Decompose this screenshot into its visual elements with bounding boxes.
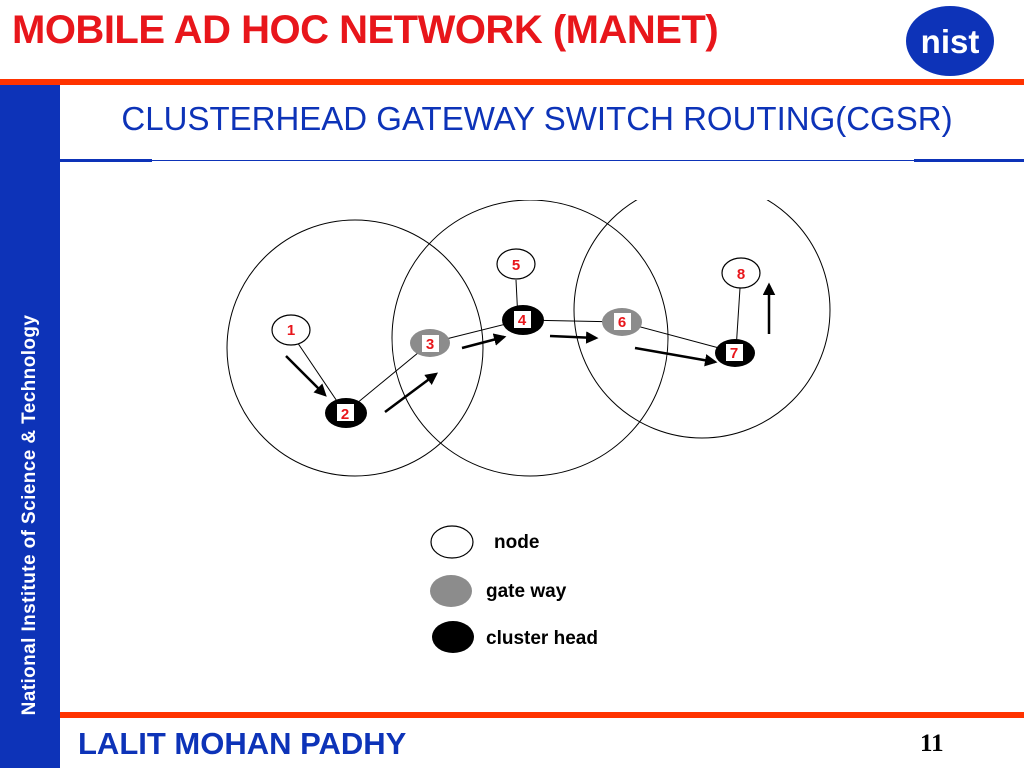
legend: node gate way cluster head: [430, 525, 598, 653]
legend-item-cluster-head: cluster head: [432, 621, 598, 653]
node-2-label: 2: [341, 406, 349, 423]
node-1: 1: [271, 314, 311, 346]
route-arrow-4: [549, 331, 599, 344]
route-arrow-3: [461, 333, 507, 350]
subtitle-rule-left: [50, 159, 152, 162]
cluster-circle-3: [573, 200, 831, 439]
footer-accent-bar: [60, 712, 1024, 718]
logo-text: nist: [921, 23, 980, 60]
sidebar: National Institute of Science & Technolo…: [0, 85, 60, 768]
page-number: 11: [920, 730, 944, 757]
node-5: 5: [496, 248, 536, 280]
cluster-circle-1: [226, 219, 484, 477]
link-1-2: [290, 332, 346, 414]
legend-label-gateway: gate way: [486, 581, 567, 602]
subtitle-rule-thin: [50, 160, 1024, 161]
node-7-label: 7: [730, 345, 738, 362]
legend-item-gateway: gate way: [430, 575, 567, 607]
legend-label-node: node: [494, 532, 539, 553]
node-4-label: 4: [518, 312, 527, 329]
node-1-label: 1: [287, 322, 295, 339]
node-4: 4: [502, 305, 544, 335]
author-name: LALIT MOHAN PADHY: [78, 726, 407, 761]
node-8-label: 8: [737, 266, 745, 283]
institute-name: National Institute of Science & Technolo…: [19, 314, 40, 716]
node-3: 3: [410, 329, 450, 357]
cluster-circle-2: [391, 200, 669, 477]
node-3-label: 3: [426, 336, 434, 353]
header-accent-bar: [0, 79, 1024, 85]
node-2: 2: [325, 398, 367, 428]
node-5-label: 5: [512, 257, 520, 274]
subtitle-rule-right: [914, 159, 1024, 162]
node-6: 6: [602, 308, 642, 336]
node-6-label: 6: [618, 314, 626, 331]
route-arrow-5: [634, 346, 718, 367]
route-arrow-2: [384, 372, 439, 414]
route-arrow-1: [285, 355, 327, 397]
nist-logo: nist: [906, 6, 994, 76]
node-7: 7: [715, 339, 755, 367]
legend-item-node: node: [430, 525, 539, 559]
node-8: 8: [721, 257, 761, 289]
slide-subtitle: CLUSTERHEAD GATEWAY SWITCH ROUTING(CGSR): [121, 100, 953, 137]
slide-title: MOBILE AD HOC NETWORK (MANET): [12, 8, 719, 52]
cgsr-diagram: 1 2 3 4 5 6 7 8 node: [226, 200, 831, 653]
legend-label-cluster-head: cluster head: [486, 628, 598, 649]
